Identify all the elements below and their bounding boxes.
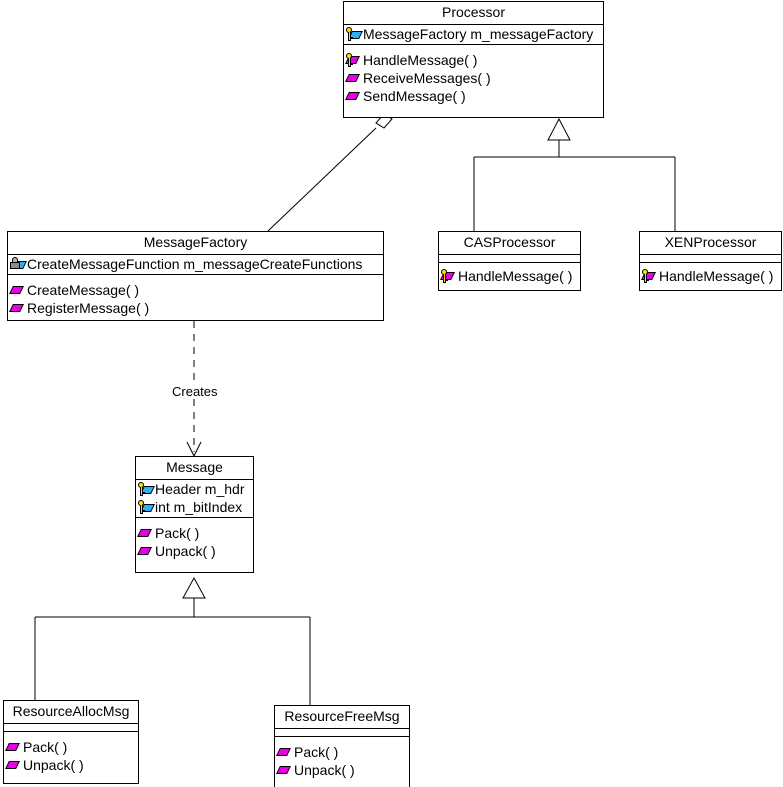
operation-label: Unpack( ) xyxy=(23,757,84,773)
attribute-label: Header m_hdr xyxy=(155,481,245,497)
operation-row: ReceiveMessages( ) xyxy=(344,69,603,87)
attribute-row: int m_bitIndex xyxy=(136,498,253,516)
operation-label: HandleMessage( ) xyxy=(363,52,478,68)
class-title: Message xyxy=(136,457,253,480)
key-magenta-diamond-icon xyxy=(346,52,362,68)
magenta-diamond-icon xyxy=(277,744,293,760)
magenta-diamond-icon xyxy=(6,757,22,773)
class-resource-free-msg[interactable]: ResourceFreeMsg Pack( ) Unpack( ) xyxy=(274,705,410,787)
key-icon xyxy=(138,482,146,496)
operation-label: ReceiveMessages( ) xyxy=(363,70,491,86)
attribute-row: CreateMessageFunction m_messageCreateFun… xyxy=(8,255,383,273)
edge-label-creates: Creates xyxy=(170,384,220,399)
operation-row: HandleMessage( ) xyxy=(640,267,781,285)
attribute-row: Header m_hdr xyxy=(136,480,253,498)
key-icon xyxy=(346,27,354,41)
magenta-diamond-icon xyxy=(346,70,362,86)
operation-row: Pack( ) xyxy=(4,738,138,756)
operation-label: Unpack( ) xyxy=(155,543,216,559)
class-title: MessageFactory xyxy=(8,232,383,255)
magenta-diamond-icon xyxy=(10,300,26,316)
operation-row: Pack( ) xyxy=(136,524,253,542)
class-attributes: CreateMessageFunction m_messageCreateFun… xyxy=(8,255,383,275)
class-attributes xyxy=(640,255,781,263)
operation-label: CreateMessage( ) xyxy=(27,282,140,298)
operation-label: RegisterMessage( ) xyxy=(27,300,150,316)
magenta-diamond-icon xyxy=(10,282,26,298)
class-operations: HandleMessage( ) xyxy=(439,263,580,289)
magenta-diamond-icon xyxy=(6,739,22,755)
class-title: ResourceAllocMsg xyxy=(4,701,138,724)
attribute-label: MessageFactory m_messageFactory xyxy=(363,26,594,42)
key-icon xyxy=(138,500,146,514)
class-message[interactable]: Message Header m_hdr int m_bitIndex xyxy=(135,456,254,573)
operation-row: Unpack( ) xyxy=(275,761,409,779)
key-magenta-diamond-icon xyxy=(642,268,658,284)
operation-row: CreateMessage( ) xyxy=(8,281,383,299)
class-operations: HandleMessage( ) ReceiveMessages( ) Send… xyxy=(344,45,603,109)
class-attributes xyxy=(275,729,409,737)
operation-label: Pack( ) xyxy=(155,525,200,541)
lock-blue-diamond-icon xyxy=(10,256,26,272)
attribute-row: MessageFactory m_messageFactory xyxy=(344,25,603,43)
magenta-diamond-icon xyxy=(138,525,154,541)
operation-label: HandleMessage( ) xyxy=(659,268,774,284)
key-icon xyxy=(441,269,449,283)
class-xen-processor[interactable]: XENProcessor HandleMessage( ) xyxy=(639,231,782,291)
operation-label: Pack( ) xyxy=(23,739,68,755)
magenta-diamond-icon xyxy=(346,88,362,104)
class-title: ResourceFreeMsg xyxy=(275,706,409,729)
class-message-factory[interactable]: MessageFactory CreateMessageFunction m_m… xyxy=(7,231,384,321)
generalization-processor[interactable] xyxy=(473,117,676,231)
operation-row: Unpack( ) xyxy=(136,542,253,560)
operation-label: SendMessage( ) xyxy=(363,88,466,104)
class-title: CASProcessor xyxy=(439,232,580,255)
class-attributes: MessageFactory m_messageFactory xyxy=(344,25,603,45)
class-operations: HandleMessage( ) xyxy=(640,263,781,289)
class-operations: Pack( ) Unpack( ) xyxy=(136,518,253,564)
operation-row: HandleMessage( ) xyxy=(344,51,603,69)
key-blue-diamond-icon xyxy=(138,481,154,497)
operation-row: Unpack( ) xyxy=(4,756,138,774)
magenta-diamond-icon xyxy=(277,762,293,778)
operation-row: RegisterMessage( ) xyxy=(8,299,383,317)
class-attributes xyxy=(4,724,138,732)
attribute-label: CreateMessageFunction m_messageCreateFun… xyxy=(27,256,363,272)
key-blue-diamond-icon xyxy=(346,26,362,42)
class-title: XENProcessor xyxy=(640,232,781,255)
operation-row: Pack( ) xyxy=(275,743,409,761)
key-magenta-diamond-icon xyxy=(441,268,457,284)
class-operations: Pack( ) Unpack( ) xyxy=(4,732,138,778)
class-attributes: Header m_hdr int m_bitIndex xyxy=(136,480,253,518)
class-title: Processor xyxy=(344,2,603,25)
key-blue-diamond-icon xyxy=(138,499,154,515)
operation-label: HandleMessage( ) xyxy=(458,268,573,284)
attribute-label: int m_bitIndex xyxy=(155,499,243,515)
operation-row: SendMessage( ) xyxy=(344,87,603,105)
operation-row: HandleMessage( ) xyxy=(439,267,580,285)
key-icon xyxy=(346,53,354,67)
operation-label: Unpack( ) xyxy=(294,762,355,778)
class-resource-alloc-msg[interactable]: ResourceAllocMsg Pack( ) Unpack( ) xyxy=(3,700,139,784)
class-operations: CreateMessage( ) RegisterMessage( ) xyxy=(8,275,383,321)
class-operations: Pack( ) Unpack( ) xyxy=(275,737,409,783)
aggregation-processor-messagefactory[interactable] xyxy=(267,113,393,232)
key-icon xyxy=(642,269,650,283)
class-cas-processor[interactable]: CASProcessor HandleMessage( ) xyxy=(438,231,581,291)
magenta-diamond-icon xyxy=(138,543,154,559)
class-processor[interactable]: Processor MessageFactory m_messageFactor… xyxy=(343,1,604,118)
lock-icon xyxy=(10,257,20,269)
class-attributes xyxy=(439,255,580,263)
generalization-message[interactable] xyxy=(34,576,311,705)
operation-label: Pack( ) xyxy=(294,744,339,760)
